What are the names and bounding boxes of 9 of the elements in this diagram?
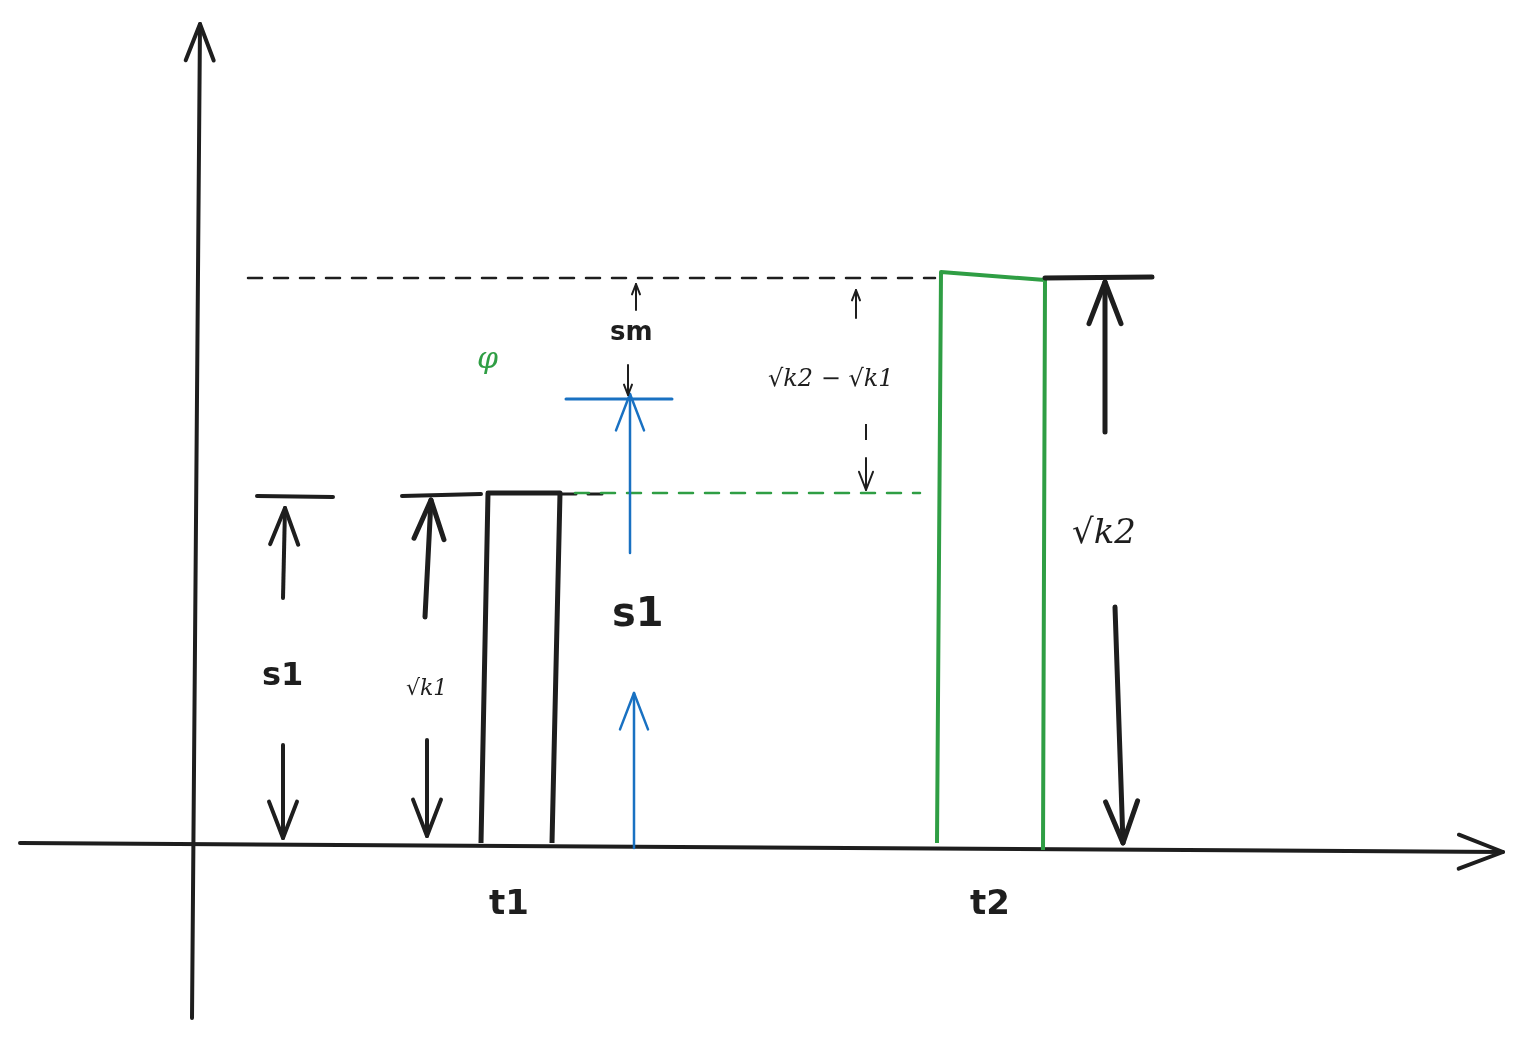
dimension-label: √k2 bbox=[1072, 514, 1136, 548]
dimension-label: sm bbox=[610, 318, 653, 344]
dimension-label: √k1 bbox=[406, 677, 448, 699]
axis-tick-label: t1 bbox=[489, 885, 529, 919]
dimension-label: √k2 − √k1 bbox=[768, 366, 894, 390]
axis-tick-label: t2 bbox=[970, 885, 1010, 919]
dimension-label: s1 bbox=[612, 592, 664, 632]
angle-label: φ bbox=[477, 343, 498, 373]
dimension-label: s1 bbox=[262, 658, 304, 690]
